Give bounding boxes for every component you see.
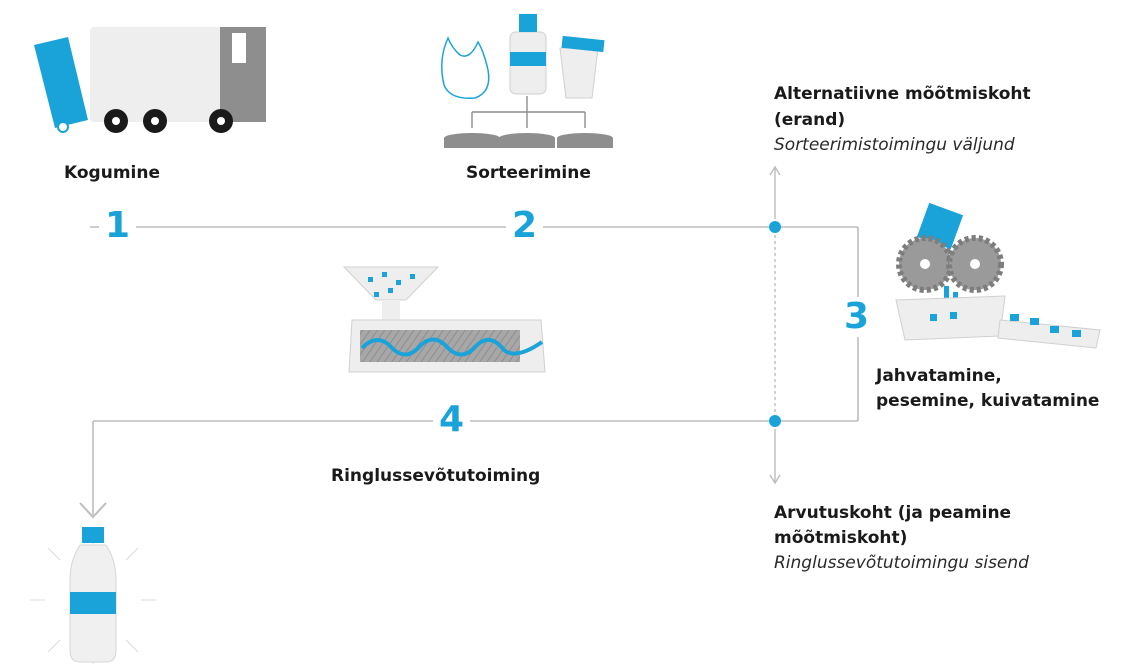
step-label-collection: Kogumine xyxy=(64,163,160,183)
step-number-1: 1 xyxy=(99,206,137,246)
step-label-recycling: Ringlussevõtutoiming xyxy=(331,466,541,486)
step-number-4: 4 xyxy=(433,400,471,440)
process-lines xyxy=(79,226,859,519)
flow-arrow-down xyxy=(79,502,107,519)
calc-point-title-1: Arvutuskoht (ja peamine xyxy=(774,503,1012,523)
step-number-3: 3 xyxy=(838,297,876,337)
garbage-truck-icon xyxy=(34,27,266,133)
step-number-2: 2 xyxy=(506,206,544,246)
alt-measurement-dot xyxy=(769,221,781,233)
measurement-axis xyxy=(769,165,781,485)
recycled-bottle-icon xyxy=(30,527,156,664)
step-label-grinding: Jahvatamine, xyxy=(876,366,1002,386)
sorting-icon xyxy=(441,14,613,148)
arrow-down-head xyxy=(769,474,781,485)
calc-measurement-dot xyxy=(769,415,781,427)
arrow-up-head xyxy=(769,165,781,176)
shredder-icon xyxy=(895,202,1101,349)
calc-point-subtitle: Ringlussevõtutoimingu sisend xyxy=(774,553,1029,573)
calc-point-title-2: mõõtmiskoht) xyxy=(774,528,908,548)
step-label-sorting: Sorteerimine xyxy=(466,163,591,183)
alt-point-title-1: Alternatiivne mõõtmiskoht xyxy=(774,84,1031,104)
extruder-icon xyxy=(342,266,546,373)
alt-point-subtitle: Sorteerimistoimingu väljund xyxy=(774,135,1015,155)
alt-point-title-2: (erand) xyxy=(774,110,846,130)
step-label-grinding-2: pesemine, kuivatamine xyxy=(876,391,1100,411)
